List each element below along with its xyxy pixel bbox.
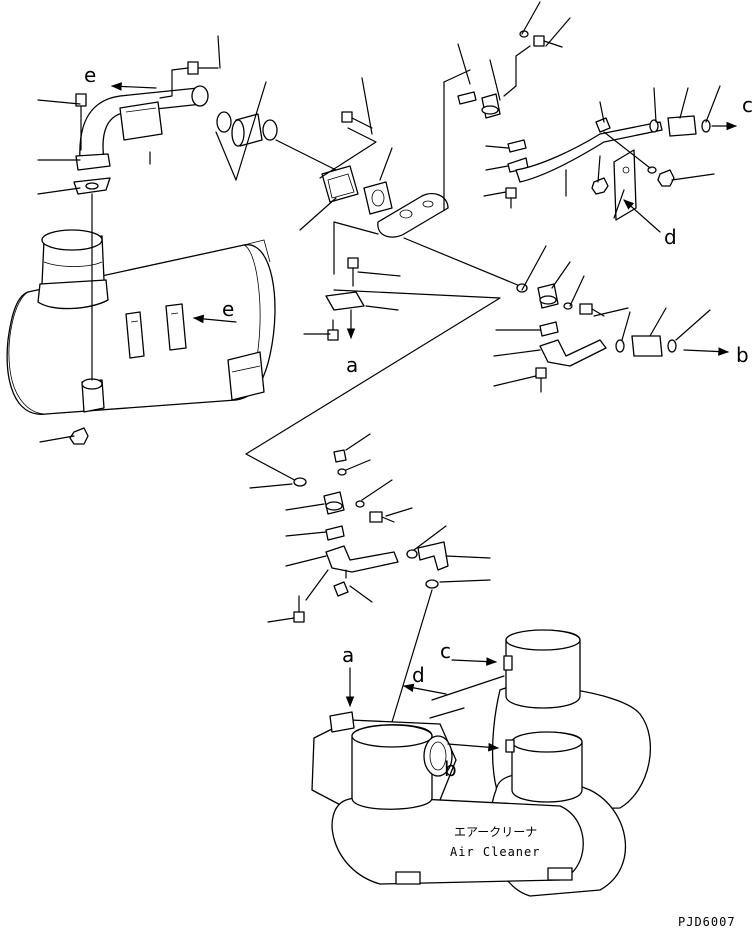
gasket <box>457 91 477 105</box>
washer <box>519 30 529 38</box>
label-e-right: e <box>222 297 234 321</box>
bolt <box>533 35 563 48</box>
plug <box>333 569 349 597</box>
nut <box>591 177 609 195</box>
drawing-number: PJD6007 <box>678 915 736 929</box>
hose-c <box>649 115 711 137</box>
washer <box>293 477 307 487</box>
label-b-lower: b <box>444 757 457 781</box>
label-c-upper: c <box>742 93 753 117</box>
muffler <box>6 229 276 445</box>
flange <box>321 165 359 203</box>
bolt <box>327 319 339 341</box>
washer <box>516 283 528 293</box>
gasket <box>539 321 559 337</box>
label-c-lower: c <box>440 639 451 663</box>
washer <box>355 500 365 508</box>
air-cleaner-label-en: Air Cleaner <box>450 845 540 859</box>
bolt <box>187 61 219 75</box>
hose-elbow <box>406 541 449 589</box>
bolt <box>505 187 517 209</box>
leader <box>391 589 433 723</box>
plate <box>325 291 365 311</box>
exhaust-elbow <box>73 85 209 195</box>
air-cleaner-label-jp: エアークリーナ <box>454 825 537 839</box>
bolt <box>341 111 373 129</box>
label-d-lower: d <box>412 663 425 687</box>
leader-lines <box>37 1 721 623</box>
bolt <box>75 93 87 151</box>
washer <box>563 302 573 310</box>
air-cleaner <box>311 629 652 897</box>
screw <box>333 449 347 463</box>
bolt <box>369 511 395 523</box>
bolt <box>293 595 305 623</box>
pipe <box>325 545 399 573</box>
bolt <box>579 303 605 317</box>
nut <box>657 169 675 187</box>
connector <box>481 93 501 119</box>
gasket <box>507 139 527 153</box>
bolt <box>535 367 547 393</box>
gasket <box>325 525 345 541</box>
label-e-left: e <box>84 63 96 87</box>
hose-b <box>615 335 677 357</box>
label-d-upper: d <box>664 225 677 249</box>
connector <box>537 283 559 309</box>
pipe <box>539 339 607 367</box>
bolt <box>347 257 359 287</box>
clamp-set <box>216 111 278 147</box>
label-b-upper: b <box>736 343 749 367</box>
gasket <box>363 181 393 215</box>
label-a-lower: a <box>342 643 354 667</box>
connector <box>323 491 345 515</box>
turbo-outlet <box>377 193 449 238</box>
label-a-upper: a <box>346 353 358 377</box>
washer <box>337 468 347 476</box>
pipe <box>515 117 663 183</box>
